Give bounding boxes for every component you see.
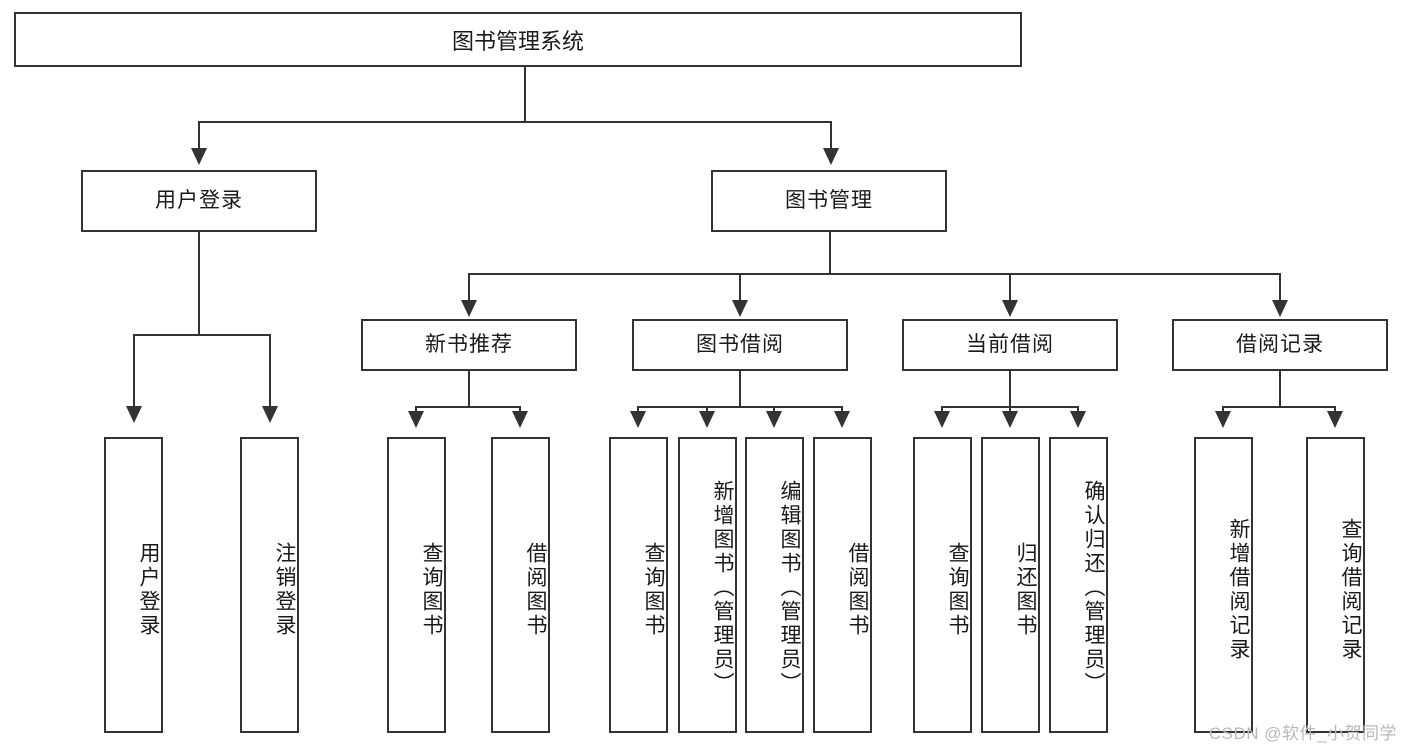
connector-root-stem (524, 67, 526, 122)
connector-root-bus (198, 121, 832, 123)
node-leaf-current-return[interactable]: 归还图书 (981, 437, 1040, 733)
connector-bookmgmt-to-current (1009, 273, 1011, 303)
node-user-login[interactable]: 用户登录 (81, 170, 317, 232)
arrow-newbook-to-leaf1 (408, 411, 424, 428)
connector-newbook-stem (468, 371, 470, 407)
arrow-bookmgmt-to-newbook (461, 300, 477, 317)
connector-bookmgmt-bus (468, 273, 1280, 275)
node-leaf-newbook-query[interactable]: 查询图书 (387, 437, 446, 733)
node-leaf-record-add[interactable]: 新增借阅记录 (1194, 437, 1253, 733)
node-leaf-borrow-query[interactable]: 查询图书 (609, 437, 668, 733)
connector-borrow-to-leaf3 (773, 406, 775, 414)
connector-bookmgmt-to-borrow (739, 273, 741, 303)
node-label: 新增图书（管理员） (711, 480, 734, 696)
node-leaf-user-login[interactable]: 用户登录 (104, 437, 163, 733)
connector-login-to-leaf2 (269, 334, 271, 409)
arrow-root-to-login (191, 148, 207, 165)
node-current-borrow[interactable]: 当前借阅 (902, 319, 1118, 371)
connector-login-to-leaf1 (133, 334, 135, 409)
node-new-book-recommend[interactable]: 新书推荐 (361, 319, 577, 371)
node-book-borrow[interactable]: 图书借阅 (632, 319, 848, 371)
node-leaf-logout[interactable]: 注销登录 (240, 437, 299, 733)
node-leaf-current-confirm[interactable]: 确认归还（管理员） (1049, 437, 1108, 733)
arrow-record-to-leaf2 (1327, 411, 1343, 428)
connector-newbook-to-leaf1 (415, 406, 417, 414)
arrow-root-to-bookmgmt (823, 148, 839, 165)
node-label: 查询图书 (946, 542, 969, 638)
arrow-newbook-to-leaf2 (512, 411, 528, 428)
connector-root-to-bookmgmt (830, 121, 832, 151)
node-book-management[interactable]: 图书管理 (711, 170, 947, 232)
node-root-system[interactable]: 图书管理系统 (14, 12, 1022, 67)
connector-login-bus (133, 334, 270, 336)
node-label: 新书推荐 (425, 333, 513, 357)
connector-record-to-leaf1 (1222, 406, 1224, 414)
node-label: 归还图书 (1014, 542, 1037, 638)
csdn-watermark: CSDN @软件_小贺同学 (1208, 724, 1397, 743)
connector-borrow-to-leaf1 (637, 406, 639, 414)
node-leaf-borrow-edit[interactable]: 编辑图书（管理员） (745, 437, 804, 733)
arrow-borrow-to-leaf1 (630, 411, 646, 428)
connector-current-stem (1009, 371, 1011, 407)
arrow-borrow-to-leaf4 (834, 411, 850, 428)
node-label: 图书管理系统 (451, 28, 584, 54)
connector-root-to-login (198, 121, 200, 151)
connector-login-stem (198, 232, 200, 335)
node-borrow-record[interactable]: 借阅记录 (1172, 319, 1388, 371)
node-label: 用户登录 (155, 189, 243, 213)
connector-borrow-to-leaf2 (706, 406, 708, 414)
connector-record-to-leaf2 (1334, 406, 1336, 414)
node-label: 借阅图书 (846, 542, 869, 638)
connector-current-to-leaf2 (1009, 406, 1011, 414)
node-label: 借阅图书 (524, 542, 547, 638)
connector-newbook-to-leaf2 (519, 406, 521, 414)
node-label: 编辑图书（管理员） (778, 480, 801, 696)
connector-borrow-to-leaf4 (841, 406, 843, 414)
connector-newbook-bus (415, 406, 521, 408)
connector-bookmgmt-to-record (1279, 273, 1281, 303)
node-leaf-borrow-add[interactable]: 新增图书（管理员） (678, 437, 737, 733)
arrow-current-to-leaf2 (1002, 411, 1018, 428)
node-label: 新增借阅记录 (1227, 518, 1250, 662)
connector-record-stem (1279, 371, 1281, 407)
arrow-bookmgmt-to-current (1002, 300, 1018, 317)
arrow-bookmgmt-to-record (1272, 300, 1288, 317)
node-label: 确认归还（管理员） (1082, 480, 1105, 696)
node-label: 查询图书 (420, 542, 443, 638)
node-leaf-newbook-borrow[interactable]: 借阅图书 (491, 437, 550, 733)
node-label: 图书借阅 (696, 333, 784, 357)
arrow-record-to-leaf1 (1215, 411, 1231, 428)
connector-current-to-leaf3 (1077, 406, 1079, 414)
node-label: 查询借阅记录 (1339, 518, 1362, 662)
node-label: 当前借阅 (966, 333, 1054, 357)
node-label: 查询图书 (642, 542, 665, 638)
node-label: 借阅记录 (1236, 333, 1324, 357)
arrow-bookmgmt-to-borrow (732, 300, 748, 317)
node-label: 图书管理 (785, 189, 873, 213)
node-leaf-borrow-lend[interactable]: 借阅图书 (813, 437, 872, 733)
connector-record-bus (1222, 406, 1336, 408)
node-label: 用户登录 (137, 542, 160, 638)
arrow-borrow-to-leaf3 (766, 411, 782, 428)
arrow-current-to-leaf1 (934, 411, 950, 428)
connector-bookmgmt-to-newbook (468, 273, 470, 303)
connector-bookmgmt-stem (829, 232, 831, 274)
arrow-borrow-to-leaf2 (699, 411, 715, 428)
arrow-login-to-leaf1 (126, 406, 142, 423)
node-leaf-current-query[interactable]: 查询图书 (913, 437, 972, 733)
connector-borrow-bus (637, 406, 843, 408)
node-leaf-record-query[interactable]: 查询借阅记录 (1306, 437, 1365, 733)
node-label: 注销登录 (273, 542, 296, 638)
connector-borrow-stem (739, 371, 741, 407)
arrow-login-to-leaf2 (262, 406, 278, 423)
arrow-current-to-leaf3 (1070, 411, 1086, 428)
connector-current-to-leaf1 (941, 406, 943, 414)
